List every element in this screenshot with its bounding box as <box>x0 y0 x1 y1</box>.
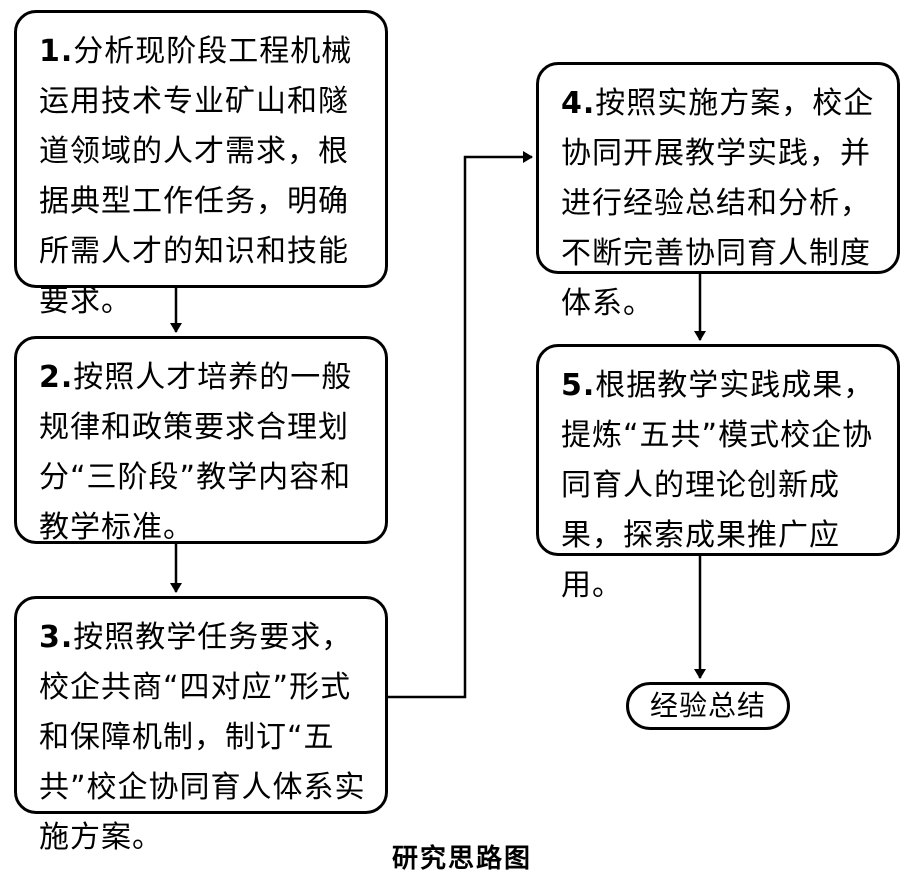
step-1-number: 1. <box>39 34 74 69</box>
step-1-box: 1.分析现阶段工程机械运用技术专业矿山和隧道领域的人才需求，根据典型工作任务，明… <box>14 10 388 319</box>
step-1-text: 分析现阶段工程机械运用技术专业矿山和隧道领域的人才需求，根据典型工作任务，明确所… <box>39 34 353 319</box>
step-5-text: 根据教学实践成果，提炼“五共”模式校企协同育人的理论创新成果，探索成果推广应用。 <box>561 368 875 603</box>
step-3-text: 按照教学任务要求，校企共商“四对应”形式和保障机制，制订“五共”校企协同育人体系… <box>39 620 366 855</box>
step-3-number: 3. <box>39 620 74 655</box>
step-4-number: 4. <box>561 86 596 121</box>
step-2-box: 2.按照人才培养的一般规律和政策要求合理划分“三阶段”教学内容和教学标准。 <box>14 336 388 545</box>
step-5-number: 5. <box>561 368 596 403</box>
figure-caption: 研究思路图 <box>391 844 532 874</box>
step-2-text: 按照人才培养的一般规律和政策要求合理划分“三阶段”教学内容和教学标准。 <box>39 360 353 545</box>
step-4-box: 4.按照实施方案，校企协同开展教学实践，并进行经验总结和分析，不断完善协同育人制… <box>536 62 900 321</box>
step-4-text: 按照实施方案，校企协同开展教学实践，并进行经验总结和分析，不断完善协同育人制度体… <box>561 86 875 321</box>
summary-terminal: 经验总结 <box>626 682 790 730</box>
step-5-box: 5.根据教学实践成果，提炼“五共”模式校企协同育人的理论创新成果，探索成果推广应… <box>536 344 900 603</box>
step-2-number: 2. <box>39 360 74 395</box>
step-3-box: 3.按照教学任务要求，校企共商“四对应”形式和保障机制，制订“五共”校企协同育人… <box>14 596 388 855</box>
arrow-3-to-4 <box>388 151 533 699</box>
